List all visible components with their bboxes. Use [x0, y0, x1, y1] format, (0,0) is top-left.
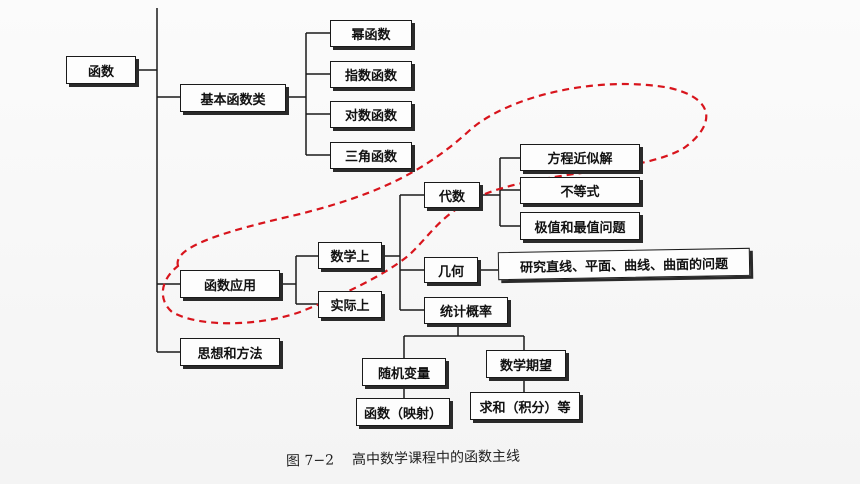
node-logarithmic-function: 对数函数	[330, 101, 412, 128]
highlight-dashed-loop	[161, 82, 708, 325]
node-statistics-probability: 统计概率	[424, 297, 508, 324]
node-inequality: 不等式	[520, 177, 640, 204]
node-function-application: 函数应用	[180, 270, 280, 298]
node-geometry-detail: 研究直线、平面、曲线、曲面的问题	[497, 247, 751, 281]
node-random-variable: 随机变量	[362, 358, 446, 386]
node-extremum-problems: 极值和最值问题	[520, 212, 640, 240]
tree-connectors	[137, 8, 525, 398]
node-trigonometric-function: 三角函数	[330, 142, 412, 169]
node-mathematical: 数学上	[318, 242, 382, 269]
node-function-mapping: 函数（映射）	[356, 398, 450, 426]
node-root: 函数	[66, 56, 136, 84]
figure-number: 图 7−2	[285, 452, 335, 470]
figure-title: 高中数学课程中的函数主线	[351, 448, 521, 469]
node-basic-functions: 基本函数类	[180, 84, 286, 112]
node-sum-integral: 求和（积分）等	[470, 392, 580, 420]
node-ideas-methods: 思想和方法	[180, 338, 280, 366]
node-equation-approximation: 方程近似解	[520, 144, 640, 171]
node-power-function: 幂函数	[330, 20, 412, 47]
node-geometry: 几何	[424, 257, 478, 283]
node-algebra: 代数	[424, 182, 480, 208]
node-mathematical-expectation: 数学期望	[486, 350, 566, 378]
node-practical: 实际上	[318, 291, 382, 318]
node-exponential-function: 指数函数	[330, 61, 412, 88]
